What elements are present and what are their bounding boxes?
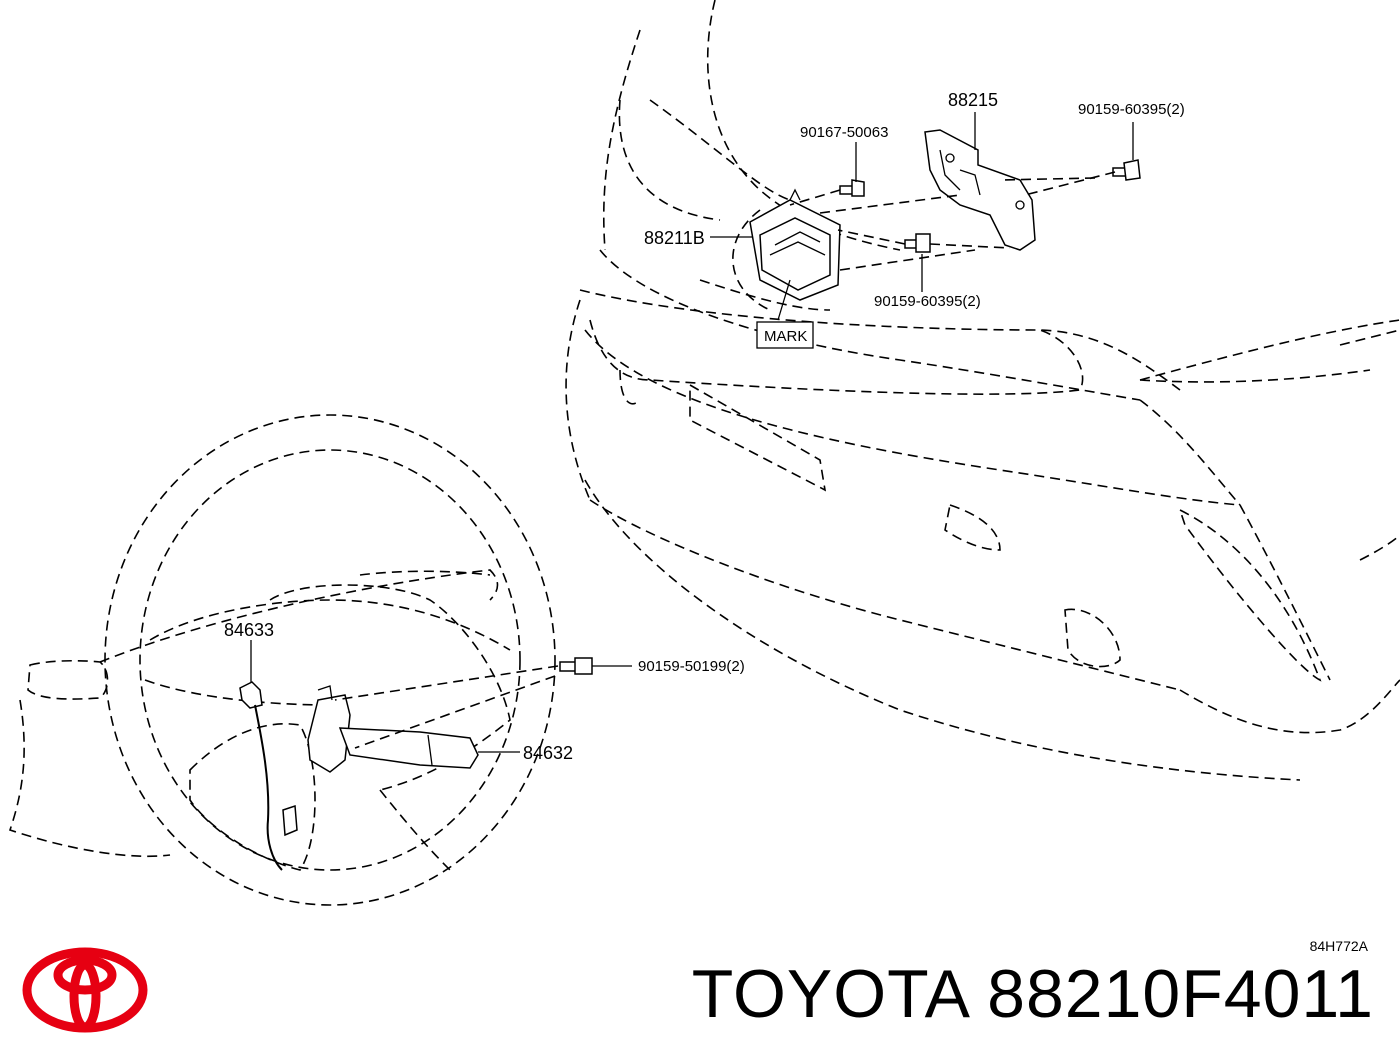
sensor-module-88211B bbox=[710, 188, 841, 321]
callout-90159-60395-bottom: 90159-60395(2) bbox=[874, 293, 981, 310]
cable-84633 bbox=[239, 640, 298, 871]
bolt-90159-60395-top bbox=[1112, 122, 1141, 181]
callout-90167-50063: 90167-50063 bbox=[800, 124, 888, 141]
bolt-90159-60395-bottom bbox=[904, 233, 931, 292]
steering-wheel bbox=[8, 414, 556, 906]
callout-mark: MARK bbox=[764, 328, 807, 345]
callout-88215: 88215 bbox=[948, 90, 998, 110]
callout-90159-50199: 90159-50199(2) bbox=[638, 658, 745, 675]
assembly-lines-top bbox=[789, 171, 1116, 271]
callout-84633: 84633 bbox=[224, 620, 274, 640]
mark-box bbox=[756, 321, 814, 349]
part-title: TOYOTA 88210F4011 bbox=[692, 955, 1374, 1033]
diagram-ref-code: 84H772A bbox=[1309, 938, 1368, 954]
callout-84632: 84632 bbox=[523, 743, 573, 763]
part-number: 88210F4011 bbox=[987, 956, 1374, 1032]
brand-name: TOYOTA bbox=[691, 956, 968, 1032]
toyota-logo-icon bbox=[22, 947, 148, 1033]
bolt-90167-50063 bbox=[839, 142, 865, 197]
callout-90159-60395-top: 90159-60395(2) bbox=[1078, 101, 1185, 118]
bracket-88215 bbox=[924, 112, 1036, 251]
callout-88211B: 88211B bbox=[644, 228, 705, 248]
screw-90159-50199 bbox=[334, 657, 632, 749]
logo-rings bbox=[22, 947, 148, 1033]
car-front-outline bbox=[565, 0, 1400, 781]
cruise-switch-84632 bbox=[307, 685, 520, 773]
